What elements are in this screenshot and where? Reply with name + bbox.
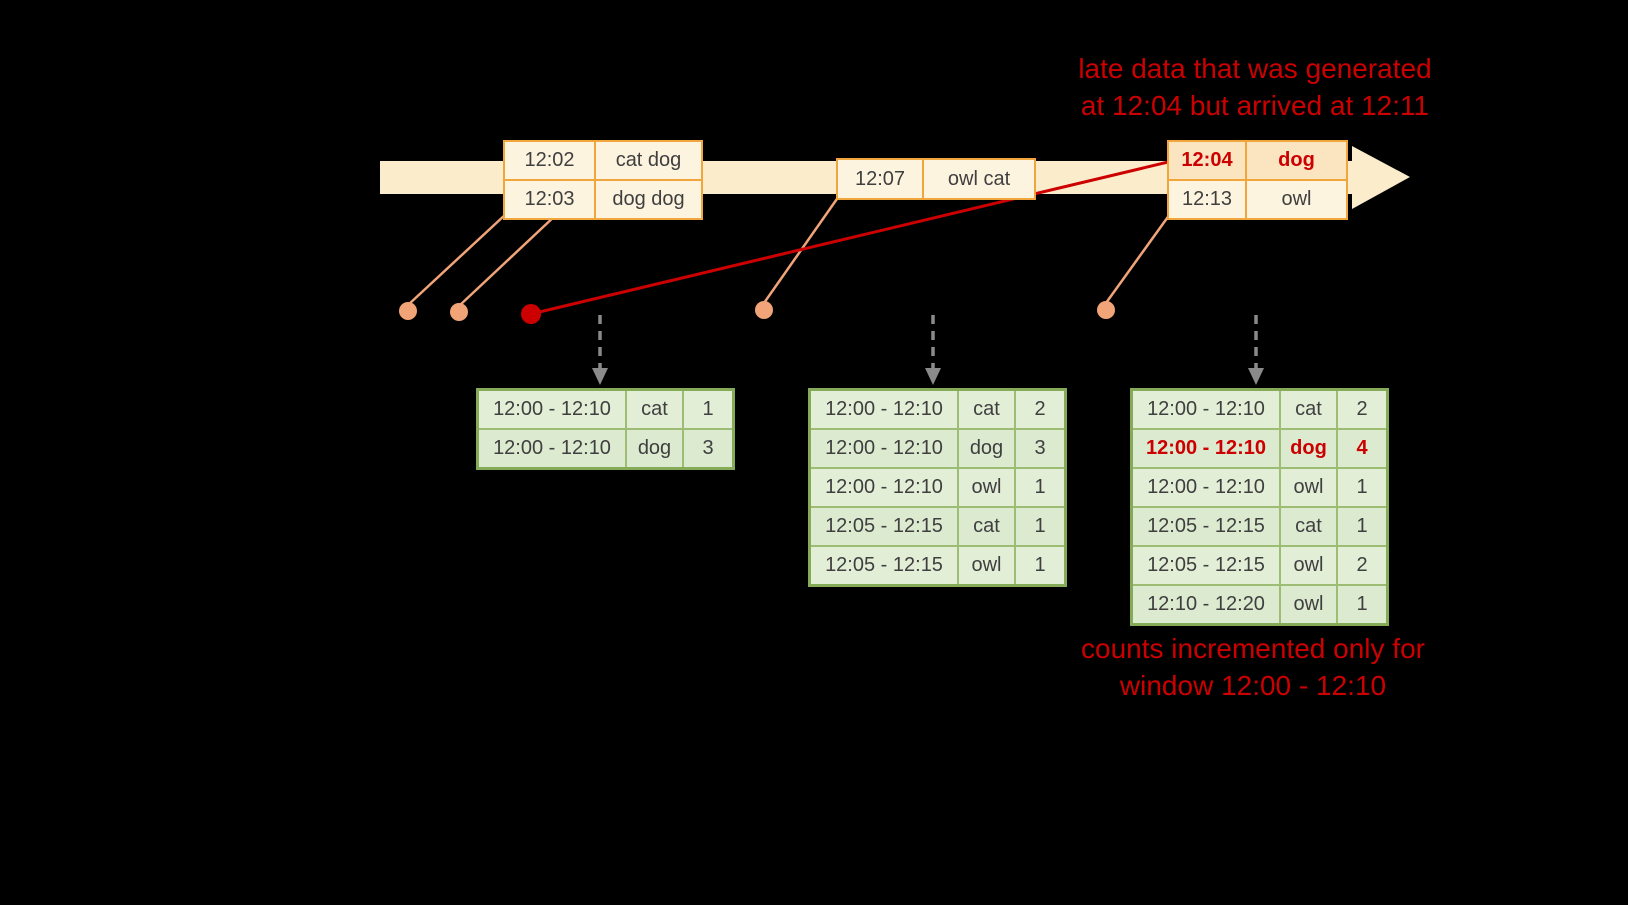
count-cell: 1 (1014, 545, 1067, 587)
count-cell: 1 (1336, 467, 1389, 508)
window-cell: 12:05 - 12:15 (1130, 506, 1281, 547)
count-cell: 1 (1014, 467, 1067, 508)
event-words-cell: owl cat (922, 158, 1036, 200)
count-cell: 1 (1336, 584, 1389, 626)
event-words-cell: dog (1245, 140, 1348, 181)
event-dot (755, 301, 773, 319)
event-dot (450, 303, 468, 321)
event-time-cell: 12:13 (1167, 179, 1247, 220)
trigger-arrow (1248, 315, 1264, 385)
window-cell: 12:05 - 12:15 (808, 506, 959, 547)
window-cell: 12:00 - 12:10 (1130, 467, 1281, 508)
event-words-cell: cat dog (594, 140, 703, 181)
count-cell: 3 (682, 428, 735, 470)
late-data-dot (521, 304, 541, 324)
count-cell: 2 (1336, 545, 1389, 586)
word-cell: cat (1279, 506, 1338, 547)
window-cell: 12:05 - 12:15 (1130, 545, 1281, 586)
count-cell: 1 (1014, 506, 1067, 547)
window-cell: 12:00 - 12:10 (808, 388, 959, 430)
word-cell: cat (957, 506, 1016, 547)
window-cell: 12:00 - 12:10 (808, 467, 959, 508)
count-cell: 2 (1014, 388, 1067, 430)
count-cell: 1 (682, 388, 735, 430)
event-dot (1097, 301, 1115, 319)
word-cell: owl (1279, 467, 1338, 508)
counts-annotation-line1: counts incremented only for (1081, 633, 1425, 664)
window-cell: 12:10 - 12:20 (1130, 584, 1281, 626)
window-cell: 12:00 - 12:10 (1130, 428, 1281, 469)
trigger-arrow (925, 315, 941, 385)
late-data-annotation-line1: late data that was generated (1078, 53, 1432, 84)
count-cell: 2 (1336, 388, 1389, 430)
connector-line (407, 213, 507, 306)
window-cell: 12:05 - 12:15 (808, 545, 959, 587)
event-time-cell: 12:03 (503, 179, 596, 220)
event-time-cell: 12:07 (836, 158, 924, 200)
counts-annotation-line2: window 12:00 - 12:10 (1119, 670, 1387, 701)
connector-line (1104, 213, 1172, 304)
word-cell: owl (957, 467, 1016, 508)
window-cell: 12:00 - 12:10 (1130, 388, 1281, 430)
event-words-cell: owl (1245, 179, 1348, 220)
word-cell: owl (1279, 584, 1338, 626)
window-cell: 12:00 - 12:10 (476, 428, 627, 470)
connector-line (458, 213, 558, 307)
word-cell: dog (957, 428, 1016, 469)
word-cell: owl (1279, 545, 1338, 586)
trigger-arrow (592, 315, 608, 385)
word-cell: dog (1279, 428, 1338, 469)
event-time-cell: 12:02 (503, 140, 596, 181)
late-data-annotation: late data that was generated at 12:04 bu… (1035, 50, 1475, 124)
word-cell: dog (625, 428, 684, 470)
count-cell: 4 (1336, 428, 1389, 469)
counts-annotation: counts incremented only for window 12:00… (1033, 630, 1473, 704)
connector-line (762, 195, 841, 304)
event-dot (399, 302, 417, 320)
word-cell: cat (1279, 388, 1338, 430)
word-cell: cat (957, 388, 1016, 430)
event-time-cell: 12:04 (1167, 140, 1247, 181)
event-words-cell: dog dog (594, 179, 703, 220)
word-cell: cat (625, 388, 684, 430)
window-cell: 12:00 - 12:10 (476, 388, 627, 430)
word-cell: owl (957, 545, 1016, 587)
window-cell: 12:00 - 12:10 (808, 428, 959, 469)
count-cell: 3 (1014, 428, 1067, 469)
late-data-annotation-line2: at 12:04 but arrived at 12:11 (1080, 90, 1430, 121)
count-cell: 1 (1336, 506, 1389, 547)
